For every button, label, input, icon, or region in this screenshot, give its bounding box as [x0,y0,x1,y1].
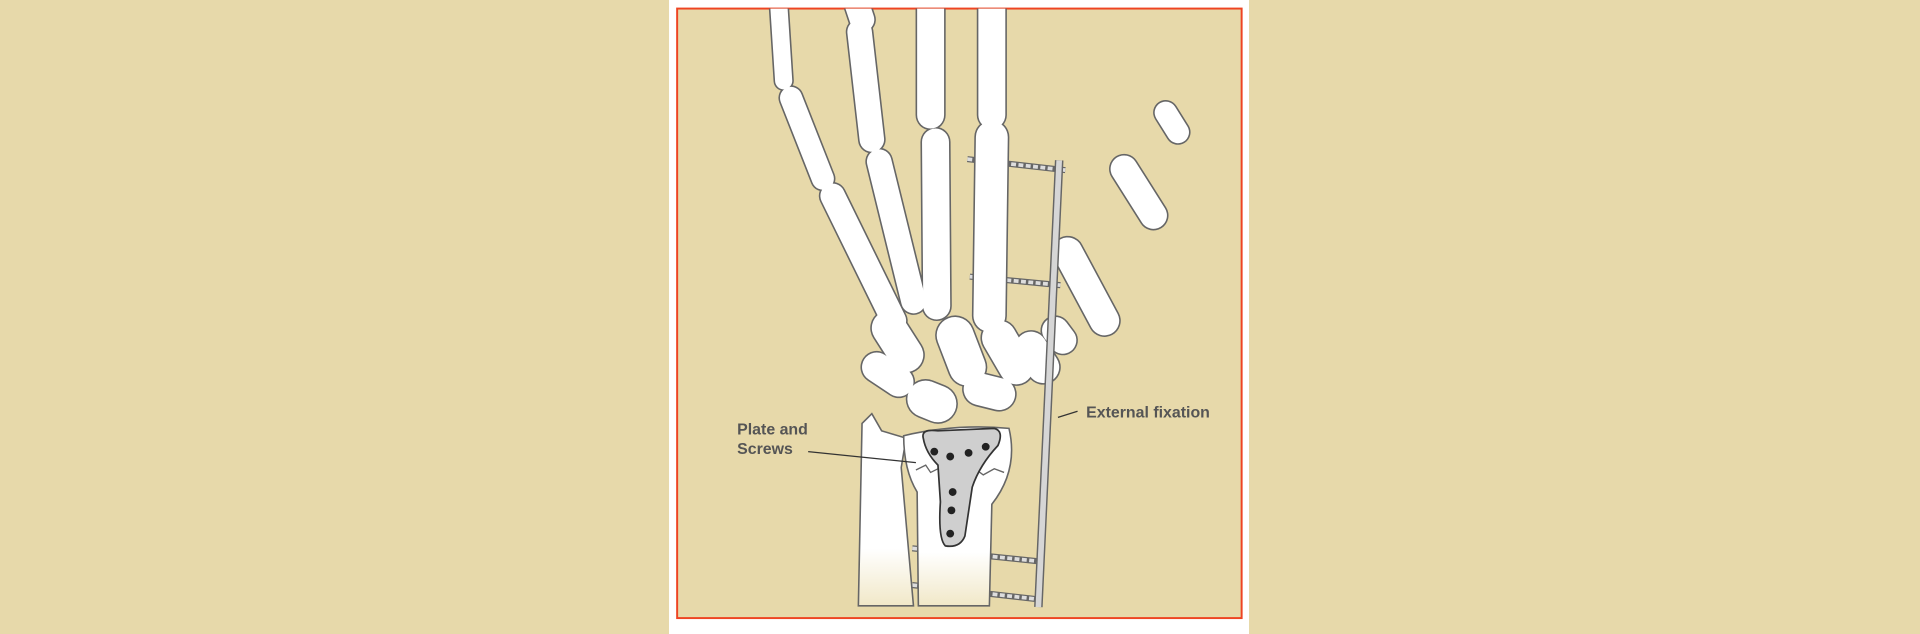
plate-leader-line [808,451,916,464]
bone [1053,237,1120,336]
bone [973,121,1008,332]
bone [871,310,924,373]
screw-dot [981,442,990,451]
plate-screws [930,442,990,538]
bone [936,317,986,386]
hand-bones [770,8,1189,423]
fixation-leader-line [1057,410,1078,418]
bone [1015,331,1060,384]
bone [780,86,834,190]
bone [770,8,793,90]
screw-dot [930,447,939,456]
screw-dot [964,448,973,457]
ulna-bone [857,412,915,607]
bone [907,380,957,423]
bone [922,128,951,320]
screw-dot [948,488,957,496]
bone [847,19,885,152]
plate-label-line1: Plate and [737,422,808,439]
external-fixator [1034,160,1064,608]
screw-dot [946,529,955,538]
bone [845,8,875,32]
plate-label-line2: Screws [737,441,793,458]
bone [982,320,1034,385]
bone [866,149,926,314]
screw-dot [947,506,956,515]
bone [1042,317,1077,354]
fixator-rod-fill [1035,160,1062,608]
screw-dot [946,452,955,461]
bone [963,373,1016,411]
bone [1110,155,1167,229]
bone [820,183,907,333]
bone [1154,101,1189,144]
plate [922,427,1002,548]
external-fixation-label: External fixation [1086,404,1210,421]
bone [862,352,914,397]
